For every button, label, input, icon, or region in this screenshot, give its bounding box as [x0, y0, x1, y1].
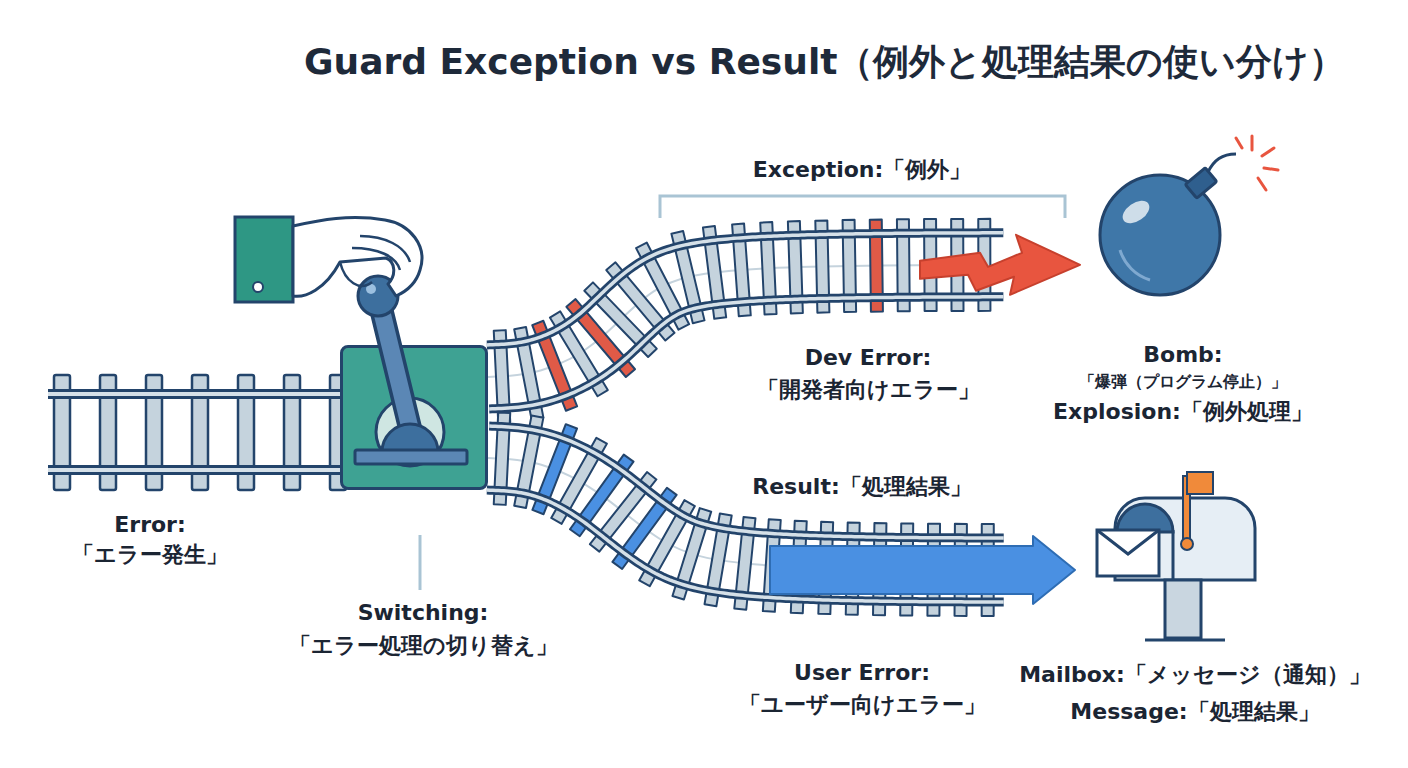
mailbox-icon-shape	[1117, 504, 1173, 532]
mailbox-icon-shape	[1187, 472, 1213, 494]
track-rail	[487, 233, 1003, 345]
bomb-icon-shape	[1208, 154, 1236, 172]
track-rail	[48, 389, 350, 399]
bomb-icon-shape	[1236, 138, 1242, 148]
node-label: Explosion:「例外処理」	[783, 399, 1408, 425]
bomb-icon-shape	[1119, 196, 1154, 228]
track-label: 「ユーザー向けエラー」	[462, 692, 1262, 718]
pivot-plate	[355, 450, 467, 464]
bomb-icon-shape	[1262, 148, 1274, 156]
edge-label: Result:「処理結果」	[462, 474, 1262, 500]
bomb-icon-shape	[1185, 168, 1216, 199]
track-rail	[48, 465, 350, 475]
track-label: Dev Error:	[468, 345, 1268, 371]
mailbox-icon-shape	[1181, 538, 1193, 550]
edge-layer	[487, 219, 1080, 616]
arrow-head	[770, 536, 1075, 604]
node-label: 「エラー処理の切り替え」	[23, 633, 823, 659]
track-rail	[48, 468, 350, 472]
bomb-icon-shape	[1264, 168, 1278, 170]
leader-line	[419, 535, 422, 590]
thumb-line	[340, 262, 372, 286]
track-label: User Error:	[462, 660, 1262, 686]
edge-label: Exception:「例外」	[462, 157, 1262, 183]
span-bracket	[660, 196, 1065, 218]
bomb-icon: Bomb:「爆弾（プログラム停止）」Explosion:「例外処理」	[1080, 140, 1240, 300]
incoming-track	[48, 375, 350, 490]
knob-highlight	[366, 284, 376, 294]
mailbox-icon: Mailbox:「メッセージ（通知）」Message:「処理結果」	[1075, 470, 1275, 645]
cuff-button	[253, 282, 263, 292]
finger-line	[352, 248, 400, 270]
track-rail	[487, 233, 1003, 345]
diagram-title: Guard Exception vs Result（例外と処理結果の使い分け）	[304, 40, 1104, 83]
mailbox-icon-shape	[1097, 530, 1159, 576]
mailbox-icon-shape	[1097, 530, 1159, 554]
track-label: Error:	[0, 512, 550, 538]
bomb-icon-shape	[1236, 136, 1278, 190]
node-label: Switching:	[23, 600, 823, 626]
track-label: 「エラー発生」	[0, 542, 550, 568]
pivot-base	[382, 424, 438, 452]
bomb-icon-shape	[1080, 140, 1240, 300]
bomb-icon-shape	[1258, 178, 1266, 190]
bomb-icon-shape	[1251, 136, 1254, 150]
track-label: 「開発者向けエラー」	[468, 377, 1268, 403]
hand-cuff	[235, 217, 293, 302]
switch-box: Switching:「エラー処理の切り替え」	[340, 345, 488, 490]
bomb-icon-shape	[1120, 250, 1150, 280]
mailbox-icon-shape	[1075, 470, 1275, 645]
switch-lever	[378, 296, 410, 428]
switch-lever	[378, 296, 410, 428]
lever-knob	[358, 276, 398, 316]
finger-line	[360, 236, 410, 262]
mailbox-icon-shape	[1172, 530, 1175, 580]
arrow-head	[920, 235, 1080, 295]
mailbox-icon-shape	[1145, 639, 1225, 642]
mailbox-icon-shape	[1165, 580, 1201, 638]
hand	[293, 218, 422, 297]
rail-track	[487, 412, 1075, 616]
track-rail	[48, 392, 350, 396]
pivot-ring	[376, 398, 444, 466]
